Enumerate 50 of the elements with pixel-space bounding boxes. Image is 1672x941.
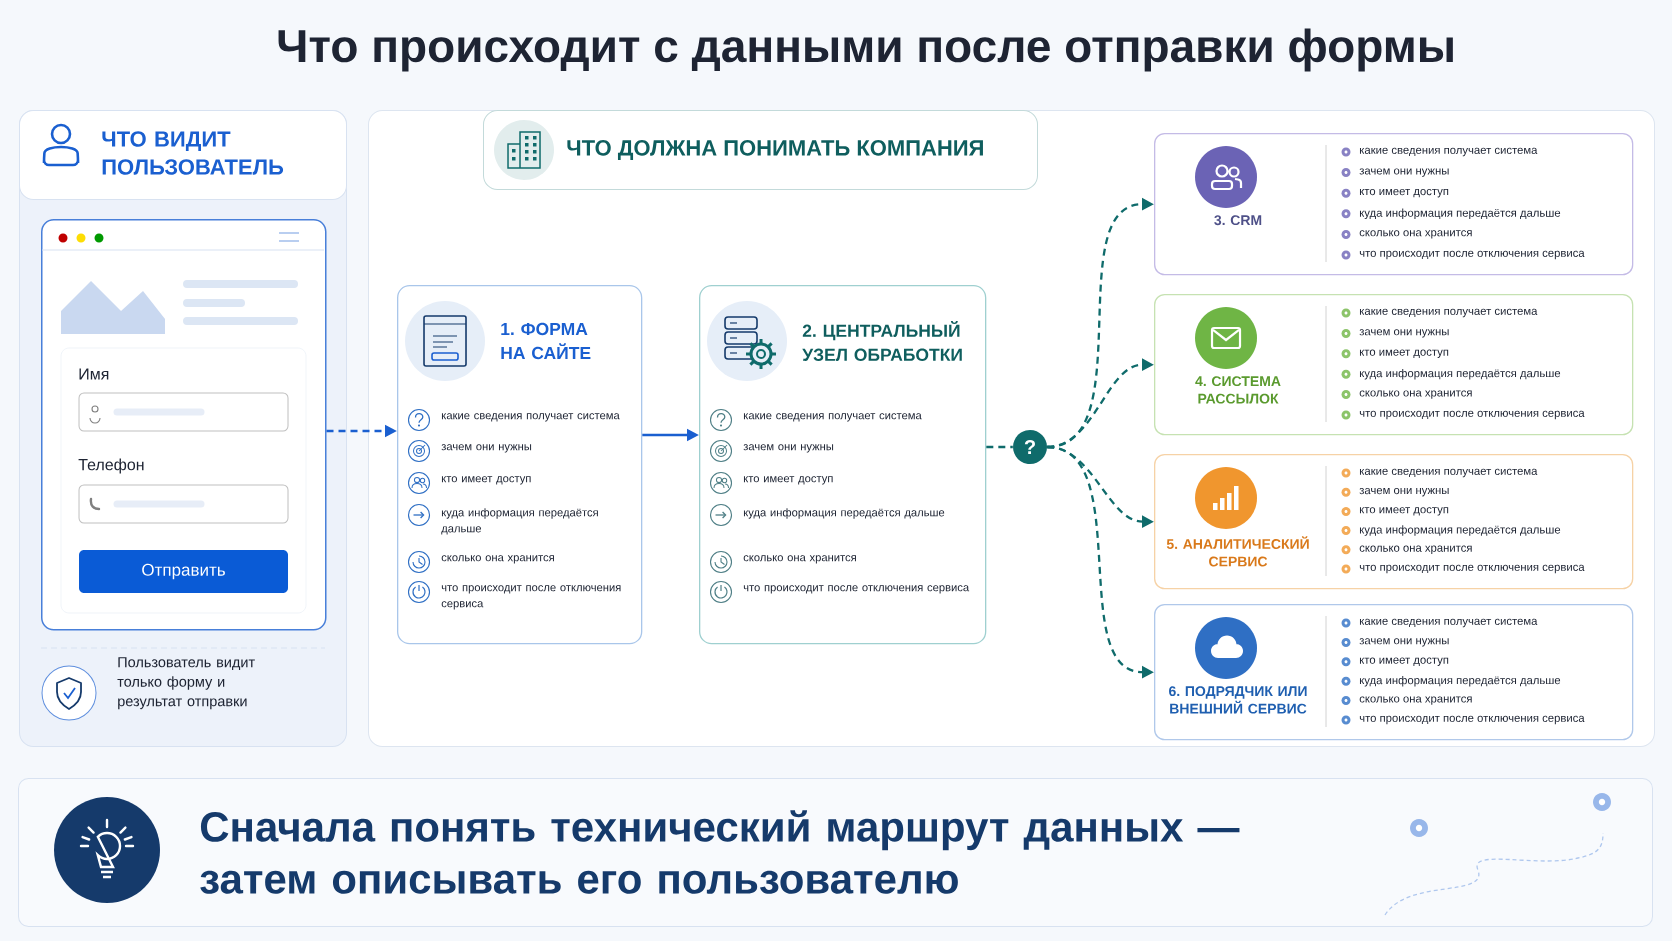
list-item: сколько она хранится — [1359, 230, 1472, 239]
list-item: какие сведения получает система — [441, 413, 620, 422]
list-item: какие сведения получает система — [1360, 468, 1538, 478]
title: Что происходит с данными после отправки формы — [278, 28, 1453, 72]
card-title: 1. ФОРМА НА САЙТЕ — [501, 322, 591, 360]
card-title: 4. СИСТЕМА РАССЫЛОК — [1195, 376, 1281, 404]
submit-button: Отправить — [79, 550, 288, 593]
list-item: какие сведения получает система — [1360, 147, 1538, 157]
section-heading: ЧТО ВИДИТ ПОЛЬЗОВАТЕЛЬ — [102, 131, 284, 175]
list-item: что происходит после отключения сервиса — [441, 585, 621, 610]
section-heading: ЧТО ДОЛЖНА ПОНИМАТЬ КОМПАНИЯ — [567, 140, 983, 160]
banner-text: Сначала понять технический маршрут данных — затем описывать его пользователю — [200, 810, 1240, 894]
list-item: какие сведения получает система — [1360, 618, 1538, 628]
card-title: 5. АНАЛИТИЧЕСКИЙ СЕРВИС — [1166, 536, 1309, 567]
note-text: Пользователь видит только форму и результат отправки — [117, 657, 255, 710]
card-title: 2. ЦЕНТРАЛЬНЫЙ УЗЕЛ ОБРАБОТКИ — [802, 321, 962, 361]
list-item: куда информация передаётся дальше — [441, 508, 598, 535]
field-label: Имя — [79, 368, 109, 380]
list-item: сколько она хранится — [1359, 545, 1472, 554]
card-title: 3. CRM — [1214, 215, 1262, 226]
list-item: зачем они нужны — [1359, 638, 1449, 647]
list-item: куда информация передаётся дальше — [1360, 368, 1561, 380]
list-item: зачем они нужны — [1359, 168, 1449, 177]
list-item: какие сведения получает система — [743, 413, 922, 422]
list-item: кто имеет доступ — [1360, 507, 1449, 516]
field-label: Телефон — [78, 458, 144, 474]
list-item: зачем они нужны — [441, 444, 532, 453]
list-item: куда информация передаётся дальше — [1360, 675, 1561, 687]
list-item: кто имеет доступ — [743, 476, 833, 485]
list-item: какие сведения получает система — [1360, 308, 1538, 318]
list-item: кто имеет доступ — [1360, 349, 1449, 358]
list-item: зачем они нужны — [1359, 488, 1449, 497]
list-item: сколько она хранится — [1359, 390, 1472, 399]
list-item: кто имеет доступ — [1360, 657, 1449, 666]
list-item: куда информация передаётся дальше — [1360, 208, 1561, 220]
list-item: что происходит после отключения сервиса — [1359, 410, 1585, 420]
list-item: что происходит после отключения сервиса — [1359, 564, 1585, 574]
list-item: сколько она хранится — [441, 555, 554, 564]
list-item: куда информация передаётся дальше — [1360, 525, 1561, 536]
list-item: зачем они нужны — [1359, 329, 1449, 338]
list-item: сколько она хранится — [1359, 696, 1472, 705]
list-item: что происходит после отключения сервиса — [1359, 715, 1585, 725]
list-item: кто имеет доступ — [441, 476, 531, 485]
list-item: что происходит после отключения сервиса — [743, 585, 970, 594]
list-item: что происходит после отключения сервиса — [1359, 250, 1585, 260]
list-item: кто имеет доступ — [1360, 189, 1449, 198]
list-item: куда информация передаётся дальше — [743, 508, 945, 519]
list-item: сколько она хранится — [743, 555, 856, 564]
card-title: 6. ПОДРЯДЧИК ИЛИ ВНЕШНИЙ СЕРВИС — [1169, 686, 1307, 714]
list-item: зачем они нужны — [743, 444, 834, 453]
